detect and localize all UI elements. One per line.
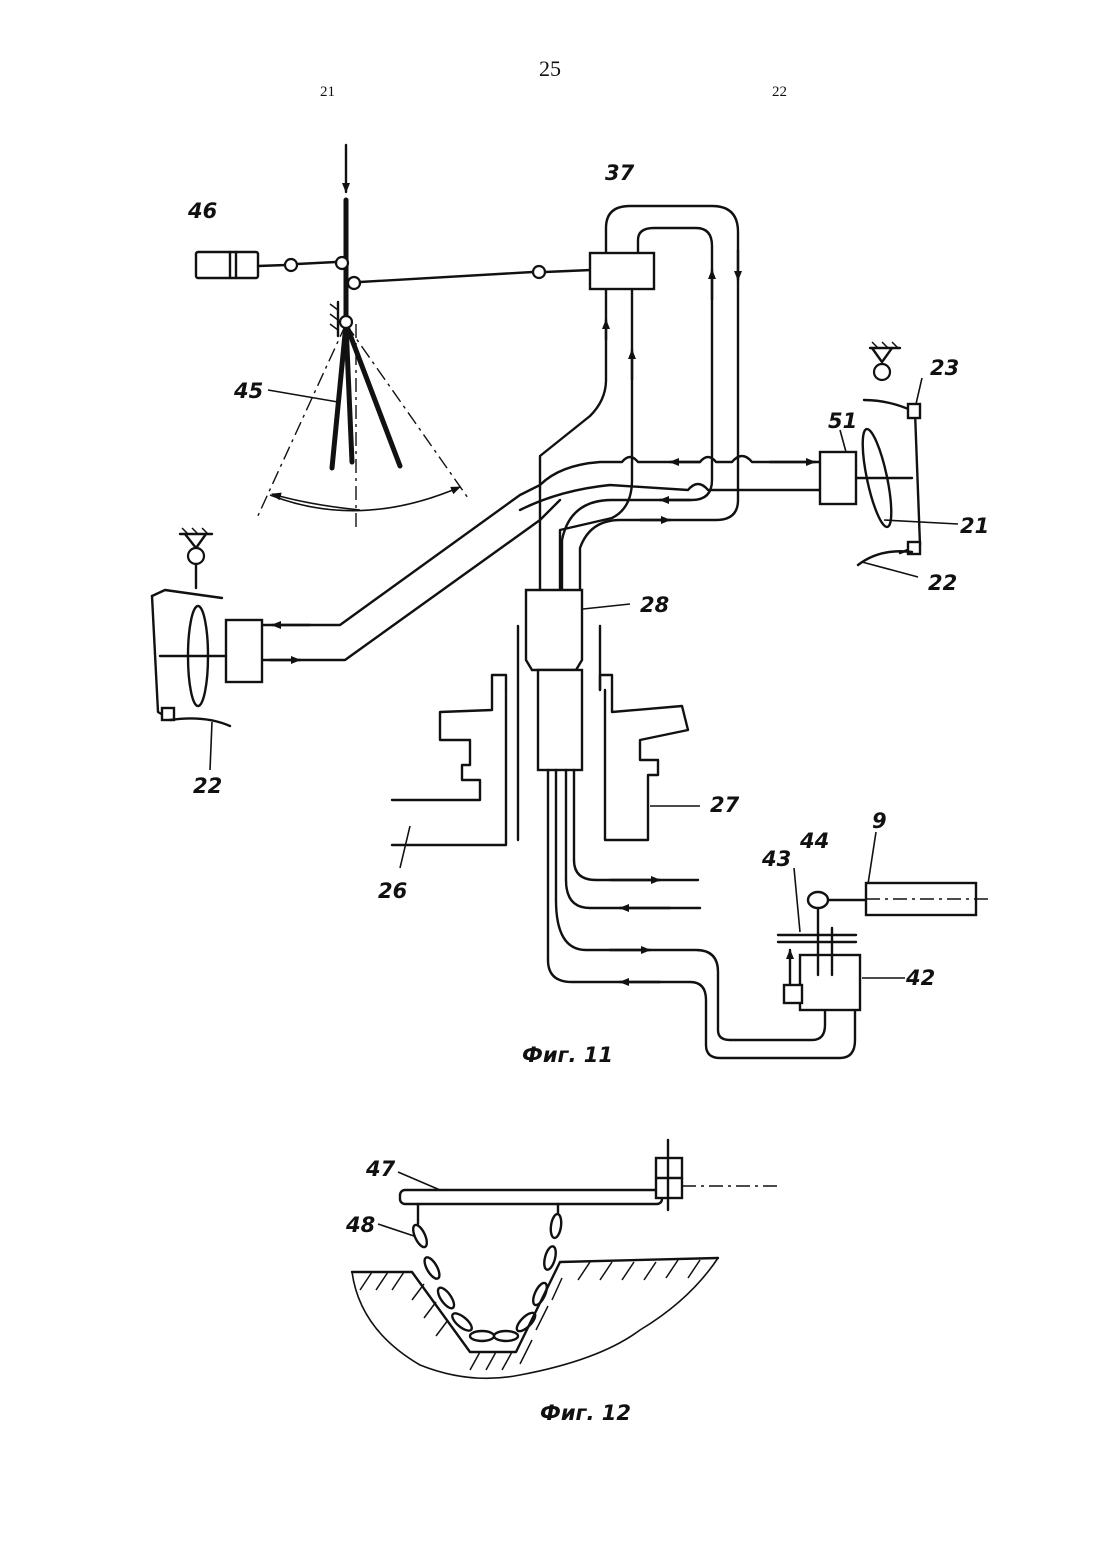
lines-to-motor-51 [520, 456, 820, 510]
label-47: 47 [365, 1157, 396, 1181]
caption-fig12: Фиг. 12 [540, 1401, 631, 1425]
label-48: 48 [345, 1213, 375, 1237]
label-23: 23 [930, 356, 959, 380]
label-22-right: 22 [928, 571, 957, 595]
label-26: 26 [378, 879, 407, 903]
label-44: 44 [799, 829, 829, 853]
label-42: 42 [905, 966, 935, 990]
pump-42 [800, 955, 860, 1010]
left-fan-assembly [152, 528, 262, 726]
label-22-left: 22 [193, 774, 222, 798]
label-45: 45 [233, 379, 263, 403]
label-43: 43 [761, 847, 791, 871]
lever-pivot [340, 316, 352, 328]
control-lever-45 [256, 145, 468, 528]
label-9: 9 [872, 809, 887, 833]
label-21: 21 [960, 514, 989, 538]
gear-44 [808, 892, 828, 908]
bar-47 [400, 1190, 662, 1204]
label-28: 28 [640, 593, 669, 617]
chain-48 [410, 1204, 562, 1341]
right-fan-assembly [820, 342, 920, 565]
label-46: 46 [187, 199, 217, 223]
valve-37 [590, 253, 654, 289]
swivel-joint-28 [526, 590, 582, 960]
hydromotor-left [226, 620, 262, 682]
label-27: 27 [710, 793, 740, 817]
caption-fig11: Фиг. 11 [522, 1043, 613, 1067]
pump-drive [778, 883, 990, 1010]
cylinder-46 [196, 252, 348, 278]
hydromotor-51 [820, 452, 856, 504]
label-51: 51 [828, 409, 857, 433]
label-37: 37 [605, 161, 635, 185]
figure-12: 47 48 Фиг. 12 [345, 1140, 778, 1425]
lines-to-left-motor [262, 485, 560, 660]
figure-11: 46 37 45 23 51 21 22 28 22 27 26 9 44 43… [152, 145, 990, 1067]
stop-23 [908, 404, 920, 418]
link-rod-to-37 [348, 266, 591, 289]
